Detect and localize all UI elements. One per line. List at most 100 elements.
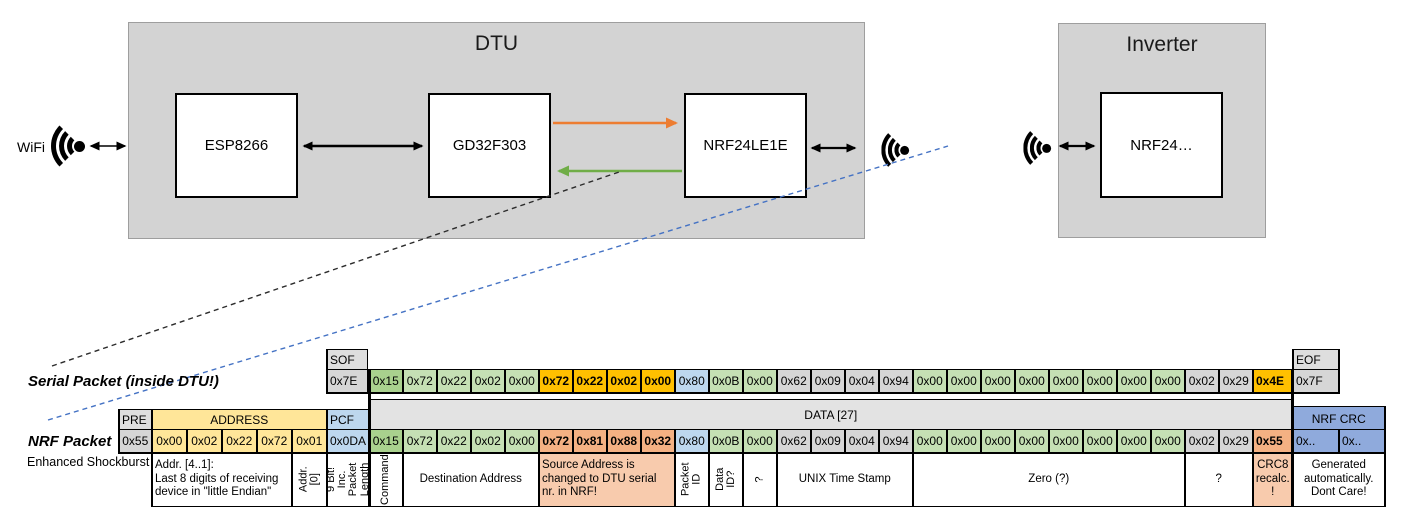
annotation-cell: 9 Bit! Inc. Packet Length — [324, 453, 370, 506]
annotation-cell: ? — [743, 453, 776, 506]
annotation-cell: Zero (?) — [913, 453, 1184, 506]
serial-byte-cell: 0x62 — [777, 370, 810, 392]
serial-packet-label: Serial Packet (inside DTU!) — [28, 373, 219, 390]
nrf-header-cell: PCF — [327, 410, 368, 430]
serial-byte-cell: 0x00 — [947, 370, 980, 392]
nrf-header-cell: ADDRESS — [152, 410, 326, 430]
annotation-cell: ? — [1185, 453, 1252, 506]
annotation-cell: Command — [369, 453, 402, 506]
nrf-byte-cell: 0x02 — [1185, 430, 1218, 452]
nrf-headers-crc: NRF CRC — [1292, 405, 1386, 432]
serial-byte-cell: 0x72 — [403, 370, 436, 392]
serial-byte-cell: 0x22 — [437, 370, 470, 392]
nrf-byte-cell: 0x00 — [152, 430, 186, 452]
sof-value-cell: 0x7E — [327, 370, 367, 392]
annotation-cell: CRC8 recalc. ! — [1253, 453, 1292, 506]
annotation-cell: Generated automatically. Dont Care! — [1293, 453, 1384, 506]
esp8266-label: ESP8266 — [204, 137, 269, 154]
nrf-byte-cell: 0x29 — [1219, 430, 1252, 452]
serial-byte-cell: 0x00 — [1117, 370, 1150, 392]
data-header-cell: DATA [27] — [369, 400, 1292, 430]
wifi-icon — [863, 124, 911, 176]
annotation-cell: Data ID? — [709, 453, 742, 506]
serial-byte-cell: 0x00 — [1151, 370, 1184, 392]
nrf-byte-cell: 0x22 — [437, 430, 470, 452]
eof-value-cell: 0x7F — [1293, 370, 1338, 392]
serial-byte-cell: 0x00 — [1049, 370, 1082, 392]
annotation-cell: Addr.[0] — [292, 453, 326, 506]
serial-byte-cell: 0x00 — [505, 370, 538, 392]
nrf-byte-cell: 0x00 — [1117, 430, 1150, 452]
nrf-byte-cell: 0x00 — [913, 430, 946, 452]
nrf24le1e-box: NRF24LE1E — [684, 93, 807, 198]
nrf-byte-cell: 0x72 — [539, 430, 572, 452]
gd32f303-box: GD32F303 — [428, 93, 551, 198]
serial-byte-cell: 0x00 — [1015, 370, 1048, 392]
enhanced-shockburst-label: Enhanced Shockburst — [27, 455, 150, 469]
serial-byte-cell: 0x4E — [1253, 370, 1292, 392]
nrf-byte-cell: 0x72 — [403, 430, 436, 452]
serial-byte-cell: 0x02 — [1185, 370, 1218, 392]
nrf-byte-cell: 0x00 — [505, 430, 538, 452]
inverter-nrf24-box: NRF24… — [1100, 92, 1223, 198]
serial-byte-cell: 0x00 — [981, 370, 1014, 392]
serial-byte-cell: 0x04 — [845, 370, 878, 392]
serial-byte-cell: 0x00 — [743, 370, 776, 392]
serial-byte-cell: 0x00 — [1083, 370, 1116, 392]
nrf-header-cell: PRE — [119, 410, 151, 430]
data-region-right-border — [1290, 368, 1294, 507]
nrf-bytes-crc: 0x..0x.. — [1292, 428, 1386, 454]
crc-header-cell: NRF CRC — [1293, 407, 1384, 430]
nrf-byte-cell: 0x55 — [119, 430, 151, 452]
nrf-packet-label: NRF Packet — [28, 433, 112, 450]
annotation-cell: Packet ID — [675, 453, 708, 506]
nrf-byte-cell: 0x02 — [187, 430, 221, 452]
serial-byte-cell: 0x80 — [675, 370, 708, 392]
nrf-byte-cell: 0x00 — [981, 430, 1014, 452]
nrf-byte-cell: 0x32 — [641, 430, 674, 452]
nrf-crc-cell: 0x.. — [1293, 430, 1338, 452]
wifi-label: WiFi — [17, 139, 45, 155]
serial-byte-cell: 0x0B — [709, 370, 742, 392]
sof-header-row: SOF — [326, 348, 368, 372]
nrf-byte-cell: 0x88 — [607, 430, 640, 452]
inverter-nrf24-label: NRF24… — [1130, 136, 1193, 154]
nrf-byte-cell: 0x01 — [292, 430, 326, 452]
annotation-cell: Destination Address — [403, 453, 538, 506]
serial-byte-cell: 0x02 — [607, 370, 640, 392]
inverter-title: Inverter — [1126, 33, 1198, 56]
nrf-byte-cell: 0x0DA — [327, 430, 368, 452]
serial-byte-cell: 0x15 — [369, 370, 402, 392]
nrf-byte-cell: 0x55 — [1253, 430, 1292, 452]
serial-sof-value: 0x7E — [326, 368, 368, 394]
eof-header-cell: EOF — [1293, 350, 1338, 370]
nrf-byte-cell: 0x62 — [777, 430, 810, 452]
serial-byte-cell: 0x02 — [471, 370, 504, 392]
annotation-cell: UNIX Time Stamp — [777, 453, 912, 506]
nrf24le1e-label: NRF24LE1E — [703, 137, 788, 154]
nrf-byte-cell: 0x09 — [811, 430, 844, 452]
wifi-icon — [29, 114, 87, 178]
wifi-icon — [1005, 122, 1053, 174]
annotations-crc: Generated automatically. Dont Care! — [1292, 452, 1386, 507]
serial-byte-cell: 0x94 — [879, 370, 912, 392]
serial-byte-cell: 0x29 — [1219, 370, 1252, 392]
annotation-cell: Source Address is changed to DTU serial … — [539, 453, 674, 506]
nrf-byte-cell: 0x81 — [573, 430, 606, 452]
serial-eof-value: 0x7F — [1292, 368, 1340, 394]
annotations-left: Addr. [4..1]: Last 8 digits of receiving… — [151, 452, 370, 507]
esp8266-box: ESP8266 — [175, 93, 298, 198]
nrf-byte-cell: 0x04 — [845, 430, 878, 452]
serial-byte-cell: 0x00 — [913, 370, 946, 392]
nrf-byte-cell: 0x00 — [743, 430, 776, 452]
nrf-byte-cell: 0x22 — [222, 430, 256, 452]
nrf-byte-cell: 0x00 — [1049, 430, 1082, 452]
dtu-title: DTU — [474, 32, 519, 55]
nrf-byte-cell: 0x0B — [709, 430, 742, 452]
